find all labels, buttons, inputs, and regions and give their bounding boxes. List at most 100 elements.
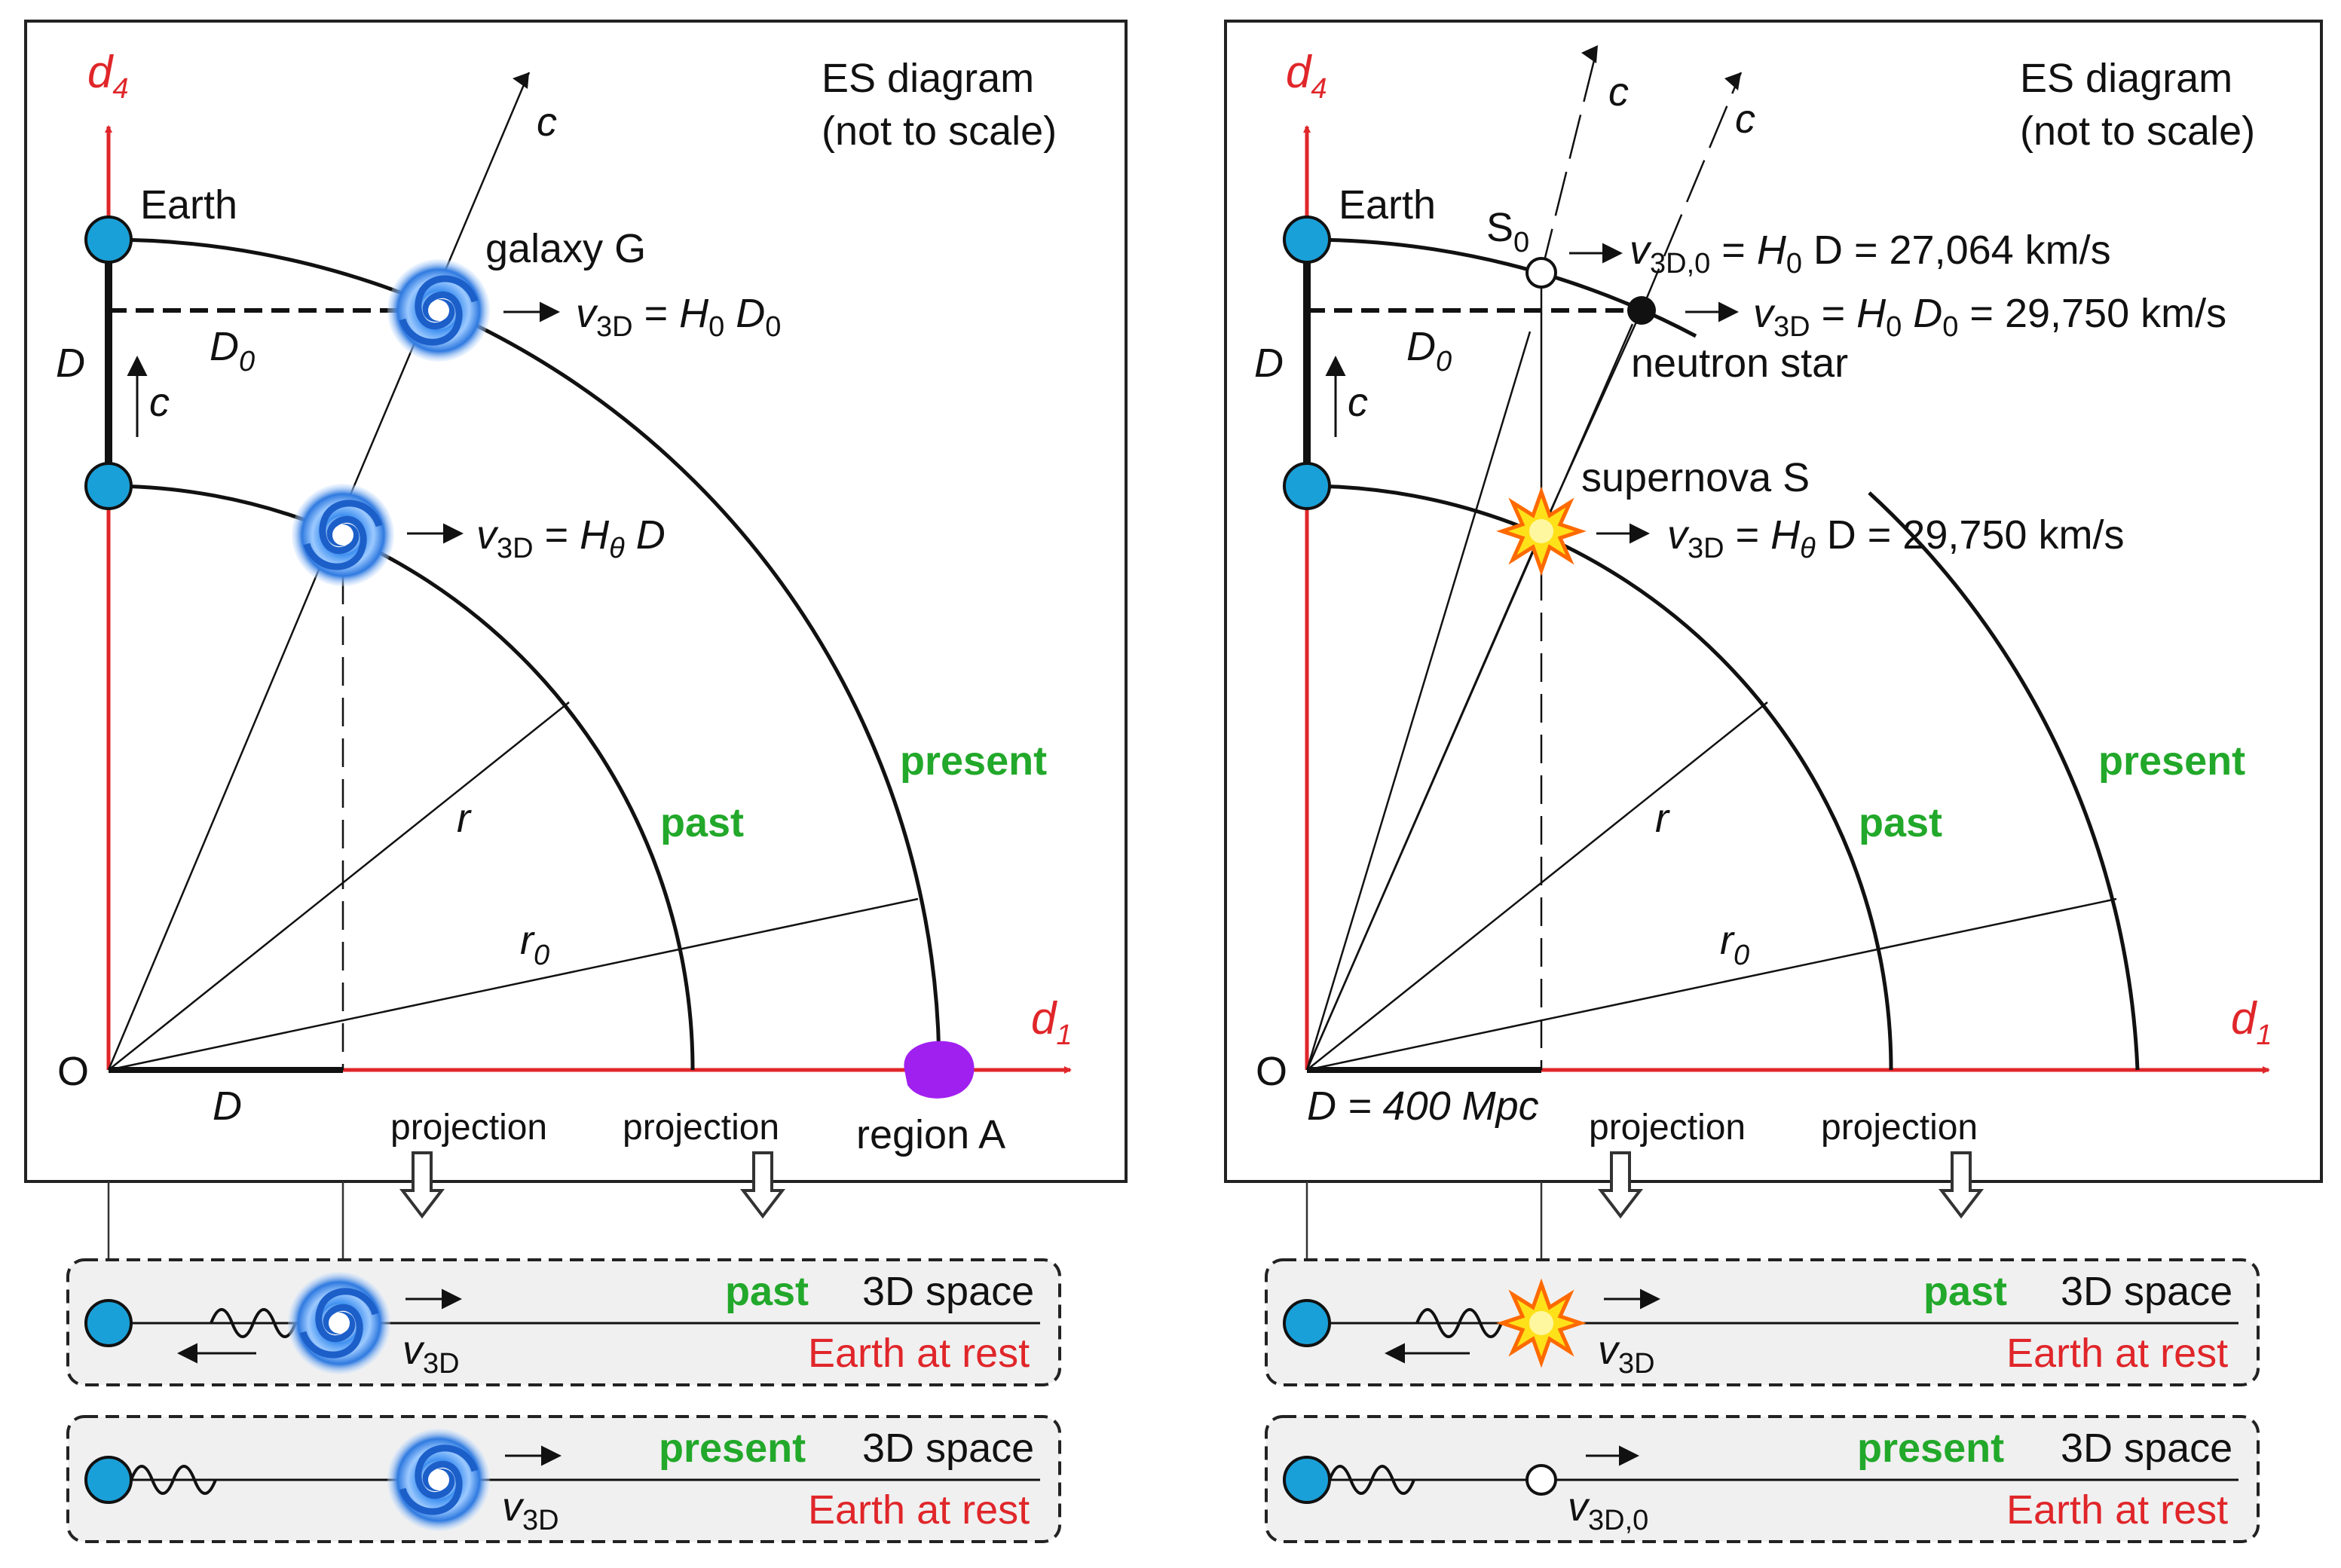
left-d1-label: d1 — [1031, 993, 1073, 1051]
inset-supernova-icon — [1502, 1284, 1581, 1362]
left-projection2-arrow-icon — [742, 1151, 784, 1218]
right-r0-label: r0 — [1720, 918, 1749, 971]
left-galaxy-past-icon — [292, 484, 394, 586]
left-galaxy-past-line — [107, 512, 344, 1071]
right-eq-ns: v3D = H0 D0 = 29,750 km/s — [1753, 291, 2226, 343]
right-es-panel: d4 d1 O ES diagram (not to scale) c c r … — [1224, 20, 2323, 1218]
right-past-arc — [1306, 484, 1893, 1071]
left-d-vertical-label: D — [56, 341, 85, 386]
right-earth-present-icon — [1283, 215, 1331, 264]
photon-wave-icon — [210, 1308, 297, 1338]
right-neutron-star-dot-icon — [1627, 296, 1656, 325]
right-present-arc-bottom — [1868, 491, 2140, 1071]
inset-earth-icon — [84, 1456, 133, 1504]
left-c-arrowhead — [513, 72, 529, 89]
right-earth-past-icon — [1283, 462, 1331, 510]
right-c1-label: c — [1608, 69, 1629, 115]
inset-state-label: present — [1857, 1426, 2004, 1471]
right-c2-line — [1640, 72, 1743, 311]
right-c-side-label: c — [1348, 380, 1368, 425]
inset-space-label: 3D space — [2061, 1426, 2232, 1471]
right-eq-sn: v3D = Hθ D = 29,750 km/s — [1667, 512, 2124, 564]
left-earth-present-icon — [84, 215, 133, 264]
photon-wave-icon — [1415, 1308, 1503, 1338]
right-supernova-label: supernova S — [1581, 455, 1810, 500]
inset-space-label: 3D space — [2061, 1269, 2232, 1314]
left-earth-label: Earth — [140, 182, 237, 228]
left-projection1-label: projection — [390, 1108, 547, 1148]
right-past-label: past — [1859, 800, 1942, 845]
right-eq-s0: v3D,0 = H0 D = 27,064 km/s — [1630, 228, 2111, 280]
inset-v-label: v3D,0 — [1568, 1484, 1648, 1536]
inset-v-label: v3D — [402, 1328, 460, 1380]
inset-earth-icon — [1283, 1456, 1331, 1504]
left-projection1-arrow-icon — [401, 1151, 443, 1218]
left-galaxy-present-icon — [387, 259, 490, 362]
left-eq-mid: v3D = Hθ D — [476, 512, 666, 564]
right-projection2-label: projection — [1821, 1108, 1978, 1148]
left-earth-past-icon — [84, 462, 133, 510]
right-title-line2: (not to scale) — [2020, 109, 2255, 154]
left-projection2-label: projection — [623, 1108, 779, 1148]
right-s0-hollow-dot-icon — [1525, 257, 1557, 289]
left-past-arc — [108, 484, 695, 1071]
inset-state-label: past — [725, 1269, 809, 1314]
right-supernova-to-ns-line — [1540, 310, 1643, 532]
left-panel-frame — [24, 20, 1128, 1183]
right-c2-label: c — [1735, 96, 1755, 142]
left-region-a-label: region A — [856, 1112, 1005, 1157]
right-panel-frame — [1224, 20, 2323, 1183]
right-present-label: present — [2098, 738, 2245, 784]
left-d-bottom-label: D — [213, 1084, 242, 1129]
right-title-line1: ES diagram — [2020, 56, 2232, 101]
right-origin-label: O — [1256, 1049, 1287, 1094]
right-c1-arrowhead — [1581, 45, 1598, 63]
left-past-label: past — [660, 800, 744, 845]
left-r-label: r — [457, 796, 472, 841]
right-s0-label: S0 — [1486, 205, 1529, 258]
inset-earth-icon — [84, 1299, 133, 1347]
right-r-label: r — [1655, 796, 1670, 841]
left-inset-past: v3D past 3D space Earth at rest — [66, 1258, 1061, 1386]
right-s0-radial-line — [1305, 331, 1532, 1071]
inset-space-label: 3D space — [862, 1426, 1034, 1471]
left-r0-line — [108, 897, 919, 1071]
right-d0-label: D0 — [1406, 324, 1452, 377]
right-projection1-label: projection — [1589, 1108, 1746, 1148]
inset-galaxy-icon — [288, 1272, 390, 1374]
left-present-arc — [108, 237, 941, 1071]
right-c1-line — [1540, 44, 1599, 274]
inset-rest-label: Earth at rest — [2006, 1487, 2228, 1533]
left-galaxy-label: galaxy G — [485, 226, 646, 271]
right-d-vertical-label: D — [1254, 341, 1284, 386]
right-c2-arrowhead — [1724, 72, 1741, 90]
left-c-top-label: c — [537, 99, 557, 145]
left-inset-present: v3D present 3D space Earth at rest — [66, 1415, 1061, 1543]
left-r-line — [108, 701, 570, 1071]
inset-earth-icon — [1283, 1299, 1331, 1347]
inset-state-label: present — [659, 1426, 806, 1471]
right-projection2-arrow-icon — [1940, 1151, 1982, 1218]
inset-rest-label: Earth at rest — [2006, 1331, 2228, 1376]
left-eq-top: v3D = H0 D0 — [576, 291, 781, 343]
right-d4-label: d4 — [1286, 47, 1327, 105]
right-earth-label: Earth — [1339, 182, 1436, 228]
inset-v-label: v3D — [502, 1484, 559, 1536]
inset-state-label: past — [1923, 1269, 2007, 1314]
left-r0-label: r0 — [520, 918, 549, 971]
left-title-line1: ES diagram — [822, 56, 1034, 101]
right-supernova-starburst-icon — [1502, 492, 1581, 570]
inset-galaxy-icon — [387, 1429, 490, 1531]
left-es-panel: d4 d1 O ES diagram (not to scale) c r r0… — [24, 20, 1128, 1218]
right-d1-label: d1 — [2231, 993, 2272, 1051]
right-inset-past: v3D past 3D space Earth at rest — [1265, 1258, 2260, 1386]
inset-rest-label: Earth at rest — [808, 1331, 1030, 1376]
inset-rest-label: Earth at rest — [808, 1487, 1030, 1533]
right-inset-present: v3D,0 present 3D space Earth at rest — [1265, 1415, 2260, 1543]
right-projection1-arrow-icon — [1599, 1151, 1642, 1218]
right-neutron-star-label: neutron star — [1631, 341, 1848, 386]
inset-space-label: 3D space — [862, 1269, 1034, 1314]
left-present-label: present — [900, 738, 1047, 784]
right-d-bottom-label: D = 400 Mpc — [1307, 1084, 1539, 1129]
